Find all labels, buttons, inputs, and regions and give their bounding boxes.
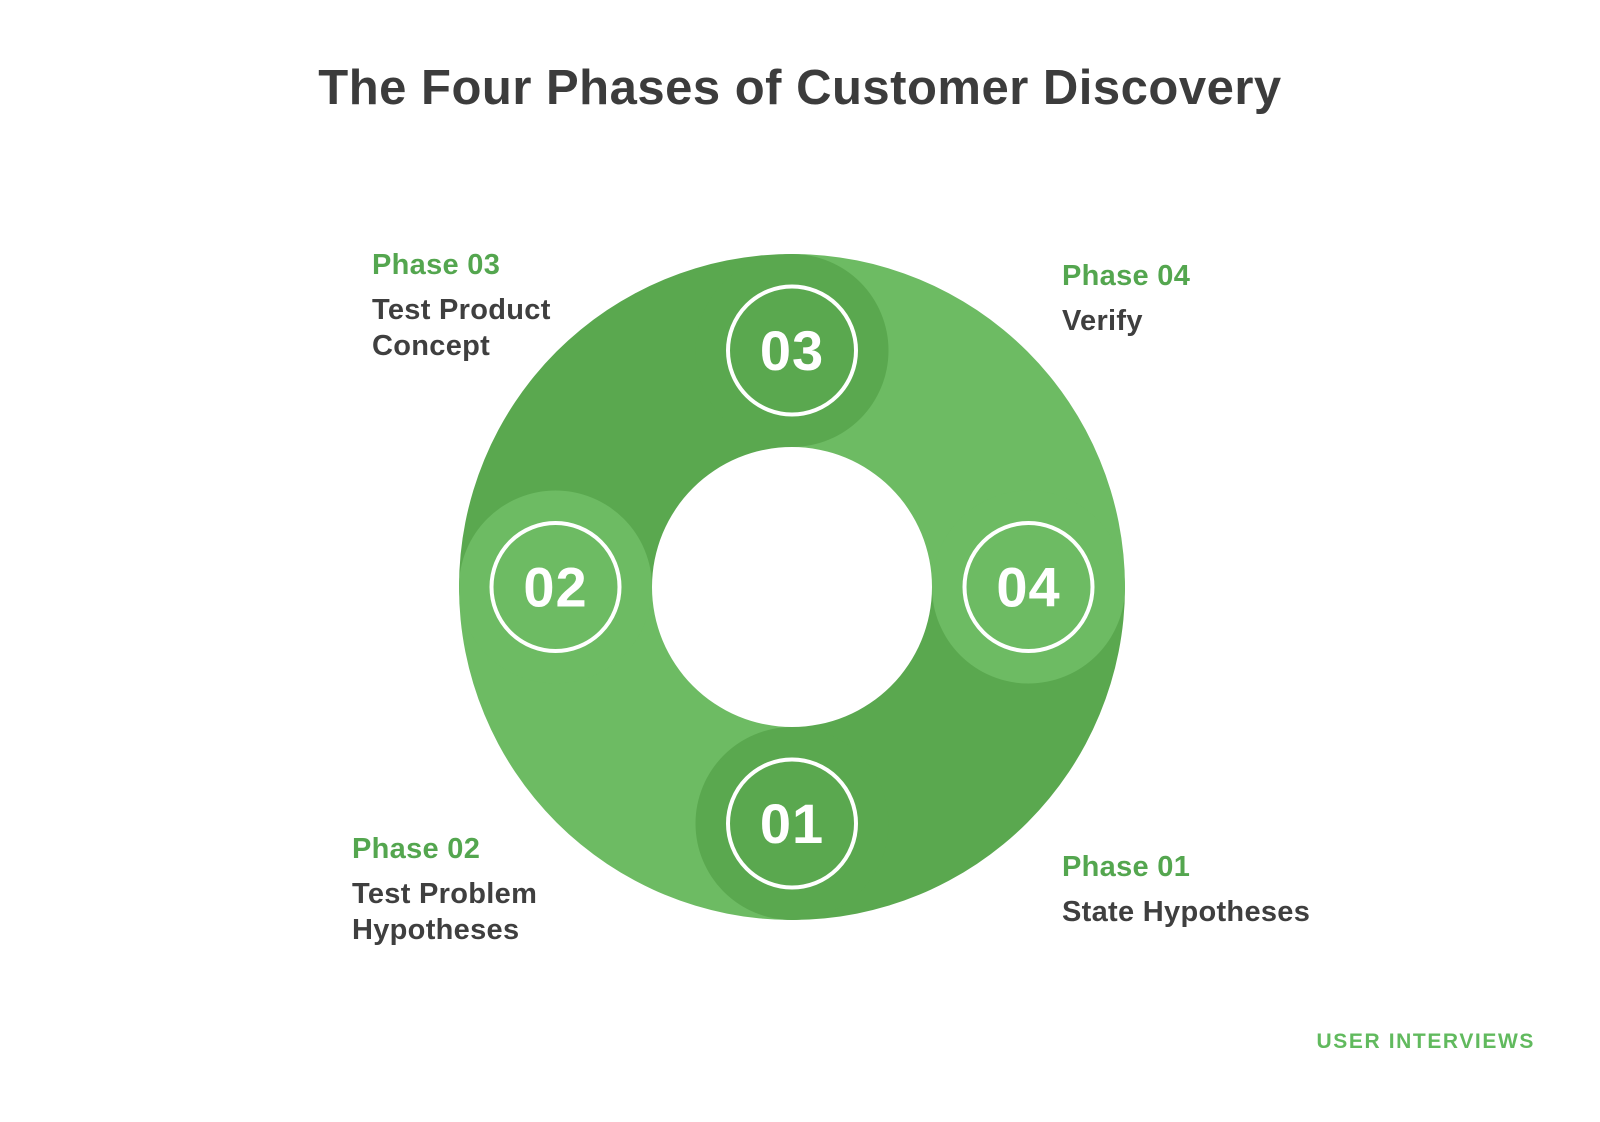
cap-phase-01	[695, 727, 889, 920]
phase-02-number: 02	[523, 556, 587, 619]
brand-mark: USER INTERVIEWS	[1316, 1030, 1535, 1053]
ring-phase-04	[962, 521, 1095, 653]
phase-02-name: Test Problem Hypotheses	[352, 878, 538, 946]
cap-phase-03	[695, 254, 889, 447]
phase-02-label-group: Phase 02 Test Problem Hypotheses	[352, 831, 672, 948]
phase-01-number: 01	[760, 792, 824, 855]
phase-01-label-group: Phase 01 State Hypotheses	[1062, 849, 1382, 930]
phase-04-number: 04	[996, 556, 1060, 619]
phase-02-tag: Phase 02	[352, 833, 481, 865]
phase-03-label-group: Phase 03 Test Product Concept	[372, 247, 692, 364]
phase-03-tag: Phase 03	[372, 249, 501, 281]
cap-phase-04	[932, 490, 1125, 684]
ring-phase-03	[726, 284, 858, 417]
phase-01-tag: Phase 01	[1062, 851, 1191, 883]
phase-01-name: State Hypotheses	[1062, 896, 1311, 928]
phase-03-name: Test Product Concept	[372, 294, 551, 362]
cap-phase-02	[459, 490, 652, 684]
page-title: The Four Phases of Customer Discovery	[318, 61, 1282, 115]
ring-phase-02	[489, 521, 622, 653]
phase-04-label-group: Phase 04 Verify	[1062, 258, 1382, 339]
phase-04-tag: Phase 04	[1062, 260, 1191, 292]
ring-phase-01	[726, 757, 858, 890]
phase-04-name: Verify	[1062, 305, 1143, 337]
phase-03-number: 03	[760, 319, 824, 382]
